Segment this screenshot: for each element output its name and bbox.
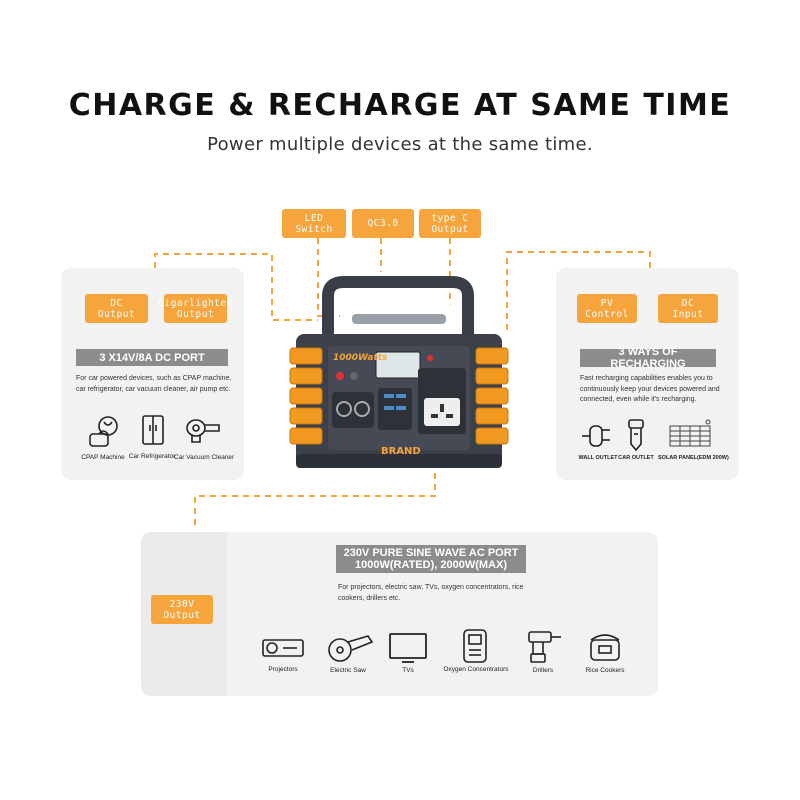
- tv-icon: [389, 633, 427, 663]
- recharging-bar: 3 WAYS OF RECHARGING: [580, 346, 716, 370]
- page-subtitle: Power multiple devices at the same time.: [207, 134, 593, 155]
- car-charger-icon: [628, 419, 644, 452]
- ac-port-rating: 1000W(RATED), 2000W(MAX): [355, 559, 507, 571]
- label-rice-cookers: Rice Cookers: [585, 667, 625, 674]
- recharging-description: Fast recharging capabilities enables you…: [580, 375, 720, 403]
- vacuum-icon: [186, 419, 220, 443]
- power-station-device: [289, 276, 509, 468]
- tag-dc-input: DC Input: [658, 294, 718, 323]
- label-car-vacuum-cleaner: Car Vacuum Cleaner: [174, 454, 235, 461]
- tag-qc30: QC3.0: [352, 209, 414, 238]
- label-projectors: Projectors: [268, 666, 298, 673]
- label-drillers: Drillers: [532, 667, 554, 674]
- ac-port-bar: 230V PURE SINE WAVE AC PORT 1000W(RATED)…: [336, 545, 526, 573]
- tag-pv-control: PV Control: [577, 294, 637, 323]
- label-car-refrigerator: Car Refrigerator: [128, 453, 176, 460]
- refrigerator-icon: [142, 415, 164, 445]
- drill-icon: [528, 631, 561, 663]
- page-title: CHARGE & RECHARGE AT SAME TIME: [68, 88, 732, 123]
- oxygen-concentrator-icon: [463, 629, 487, 663]
- dc-port-bar: 3 X14V/8A DC PORT: [76, 349, 228, 366]
- cpap-icon: [89, 416, 118, 447]
- ac-port-title: 230V PURE SINE WAVE AC PORT: [343, 547, 519, 559]
- label-tvs: TVs: [402, 667, 414, 674]
- tag-230v-output: 230V Output: [151, 595, 213, 624]
- device-badge: 1000Watts: [333, 353, 388, 363]
- label-car-outlet: CAR OUTLET: [618, 455, 654, 461]
- tag-type-c-output: type C Output: [419, 209, 481, 238]
- device-brand: BRAND: [381, 446, 421, 457]
- solar-panel-icon: [669, 419, 711, 447]
- tag-cigarlighter-output: Cigarlighter Output: [158, 294, 232, 323]
- projector-icon: [262, 639, 304, 657]
- dc-port-description: For car powered devices, such as CPAP ma…: [76, 375, 232, 393]
- electric-saw-icon: [328, 635, 374, 662]
- tag-dc-output: DC Output: [85, 294, 148, 323]
- rice-cooker-icon: [590, 634, 620, 661]
- label-cpap-machine: CPAP Machine: [81, 454, 125, 461]
- tag-led-switch: LED Switch: [282, 209, 346, 238]
- label-oxygen-concentrators: Oxygen Concentrators: [443, 666, 509, 673]
- wall-plug-icon: [582, 425, 610, 447]
- ac-port-description: For projectors, electric saw, TVs, oxyge…: [338, 584, 524, 602]
- label-wall-outlet: WALL OUTLET: [578, 455, 618, 461]
- label-solar-panel: SOLAR PANEL(EDM 200W): [658, 455, 729, 461]
- label-electric-saw: Electric Saw: [330, 667, 366, 674]
